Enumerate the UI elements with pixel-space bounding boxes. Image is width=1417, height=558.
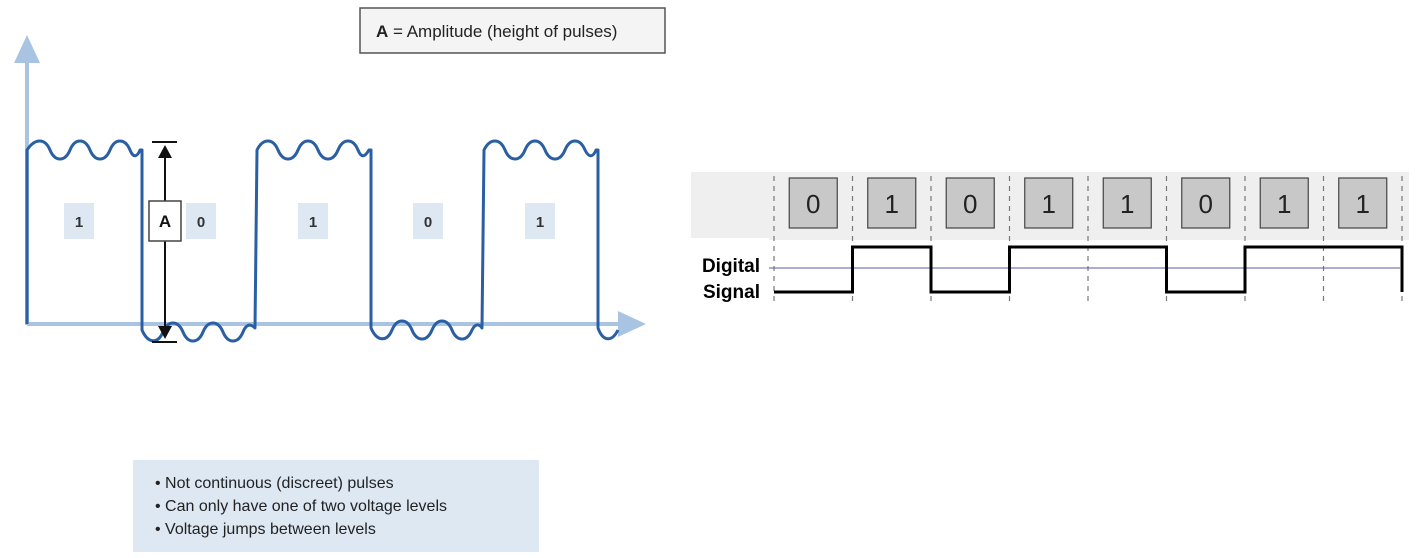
pulse-label-bg xyxy=(413,203,443,239)
note-item: Not continuous (discreet) pulses xyxy=(155,472,539,495)
digital-signal-diagram: 0 1 0 1 1 0 1 1 Digital Signal xyxy=(691,172,1409,306)
amplitude-legend-text: = Amplitude (height of pulses) xyxy=(388,22,617,41)
bit-value: 1 xyxy=(885,189,899,219)
amplitude-legend-box xyxy=(359,7,666,54)
bit-box xyxy=(945,177,995,229)
signal-label-area xyxy=(691,238,769,306)
amplitude-marker-label: A xyxy=(159,212,171,231)
pulse-label-bg xyxy=(186,203,216,239)
bit-box xyxy=(1181,177,1231,229)
amplitude-arrow xyxy=(148,141,182,343)
amplitude-legend-symbol: A xyxy=(376,22,388,41)
pulse-label: 0 xyxy=(197,214,205,231)
bit-box xyxy=(788,177,838,229)
pulse-diagram: A 1 0 1 0 1 A = Amplitude (height of pul… xyxy=(14,7,666,343)
bit-boxes: 0 1 0 1 1 0 1 1 xyxy=(788,177,1388,229)
bit-box xyxy=(1024,177,1074,229)
amplitude-marker-box xyxy=(148,200,182,242)
note-item: Can only have one of two voltage levels xyxy=(155,495,539,518)
bit-box xyxy=(1259,177,1309,229)
noisy-square-wave xyxy=(25,139,620,343)
note-item: Voltage jumps between levels xyxy=(155,518,539,541)
digital-square-wave xyxy=(774,245,1404,294)
pulse-label: 1 xyxy=(536,214,544,231)
pulse-label-bg xyxy=(64,203,94,239)
bit-value: 1 xyxy=(1042,189,1056,219)
amplitude-legend: A = Amplitude (height of pulses) xyxy=(376,22,617,41)
pulse-label-bg xyxy=(298,203,328,239)
bit-dividers xyxy=(773,176,1403,306)
bit-value: 0 xyxy=(1199,189,1213,219)
bit-box xyxy=(1102,177,1152,229)
bit-box xyxy=(867,177,917,229)
signal-plot-area xyxy=(769,240,1409,306)
pulse-label: 1 xyxy=(309,214,317,231)
bit-box xyxy=(1338,177,1388,229)
bit-value: 1 xyxy=(1277,189,1291,219)
pulse-label-bg xyxy=(525,203,555,239)
bit-value: 1 xyxy=(1120,189,1134,219)
signal-label-line2: Signal xyxy=(703,282,760,303)
bit-value: 1 xyxy=(1356,189,1370,219)
notes-box: Not continuous (discreet) pulses Can onl… xyxy=(133,460,539,552)
pulse-label: 1 xyxy=(75,214,83,231)
pulse-label: 0 xyxy=(424,214,432,231)
signal-label-line1: Digital xyxy=(702,256,760,277)
x-axis xyxy=(27,311,646,337)
bit-value: 0 xyxy=(806,189,820,219)
bit-value: 0 xyxy=(963,189,977,219)
